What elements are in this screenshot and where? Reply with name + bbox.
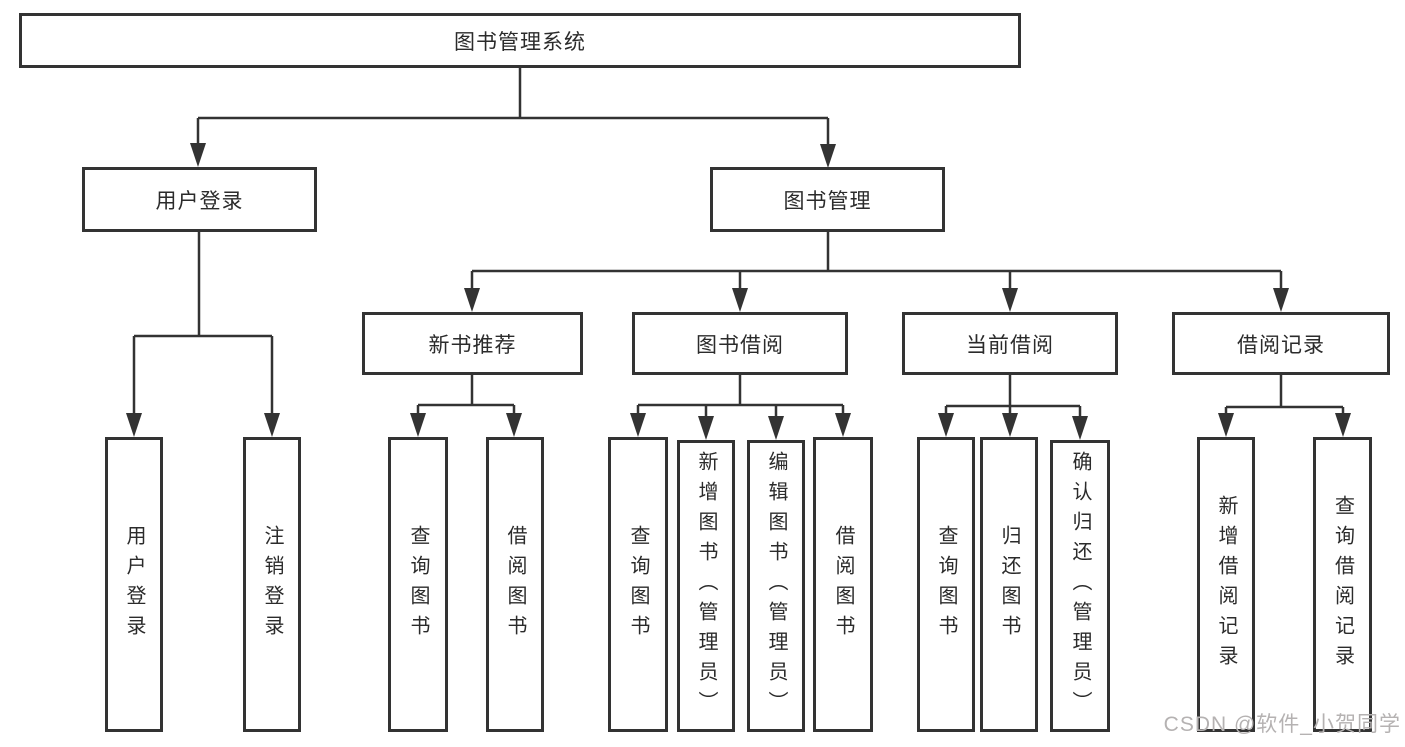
leaf-label: 借阅图书 (832, 524, 854, 645)
leaf-label: 归还图书 (998, 524, 1020, 645)
node-label: 新书推荐 (428, 333, 517, 357)
arrowheads (126, 143, 1351, 440)
node-user-login: 用户登录 (82, 167, 317, 232)
leaf-label: 查询借阅记录 (1331, 494, 1354, 675)
node-label: 用户登录 (155, 189, 244, 213)
node-current-borrowing: 当前借阅 (902, 312, 1118, 375)
leaf-user-login: 用户登录 (105, 437, 163, 732)
leaf-query-books-current: 查询图书 (917, 437, 975, 732)
node-borrowing-records: 借阅记录 (1172, 312, 1390, 375)
node-label: 图书管理 (783, 189, 872, 213)
leaf-label: 确认归还（管理员） (1069, 451, 1091, 721)
node-new-book-recommendation: 新书推荐 (362, 312, 583, 375)
leaf-borrow-books-recommend: 借阅图书 (486, 437, 544, 732)
csdn-watermark: CSDN @软件_小贺同学 (1163, 713, 1401, 736)
node-label: 图书借阅 (696, 333, 784, 357)
node-label: 借阅记录 (1237, 333, 1325, 357)
leaf-edit-books-admin: 编辑图书（管理员） (747, 440, 805, 732)
node-book-management: 图书管理 (710, 167, 945, 232)
leaf-add-books-admin: 新增图书（管理员） (677, 440, 735, 732)
leaf-label: 查询图书 (935, 524, 957, 645)
leaf-label: 新增借阅记录 (1215, 494, 1237, 675)
leaf-query-borrow-record: 查询借阅记录 (1313, 437, 1372, 732)
leaf-label: 查询图书 (627, 524, 649, 645)
leaf-query-books-borrowing: 查询图书 (608, 437, 668, 732)
node-book-borrowing: 图书借阅 (632, 312, 848, 375)
leaf-logout: 注销登录 (243, 437, 301, 732)
leaf-borrow-books: 借阅图书 (813, 437, 873, 732)
leaf-label: 注销登录 (261, 524, 283, 645)
node-label: 图书管理系统 (454, 30, 586, 54)
leaf-label: 查询图书 (407, 524, 429, 645)
leaf-label: 新增图书（管理员） (695, 451, 717, 721)
leaf-label: 借阅图书 (504, 524, 526, 645)
node-label: 当前借阅 (966, 333, 1054, 357)
leaf-return-books: 归还图书 (980, 437, 1038, 732)
leaf-query-books-recommend: 查询图书 (388, 437, 448, 732)
leaf-add-borrow-record: 新增借阅记录 (1197, 437, 1255, 732)
node-library-system: 图书管理系统 (19, 13, 1021, 68)
leaf-confirm-return-admin: 确认归还（管理员） (1050, 440, 1110, 732)
leaf-label: 编辑图书（管理员） (765, 451, 787, 721)
leaf-label: 用户登录 (123, 524, 145, 645)
